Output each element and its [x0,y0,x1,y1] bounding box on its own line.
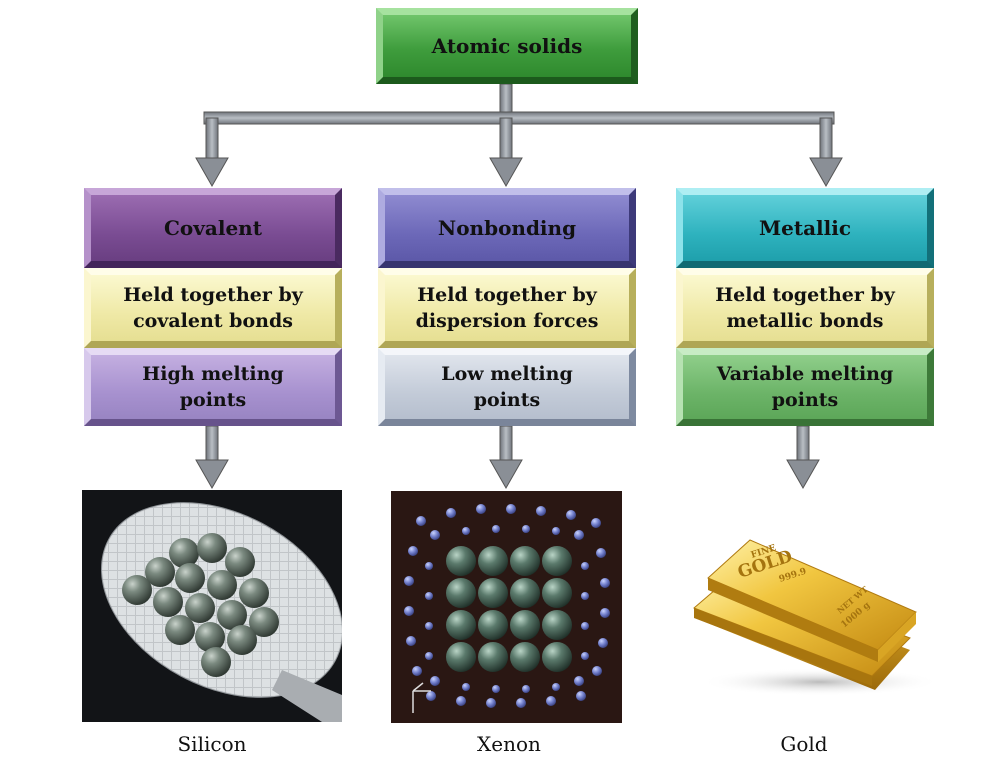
caption-gold: Gold [780,732,828,756]
silicon-image [82,490,342,722]
category-metallic: Metallic [676,188,934,268]
trunk-connector [203,83,835,125]
arrow-to-xenon-image [489,425,523,490]
gold-bar-stack [693,539,917,690]
arrow-to-gold-image [786,425,820,490]
caption-silicon: Silicon [177,732,247,756]
arrow-to-covalent [195,117,229,188]
silicon-atom-lattice [122,533,279,677]
root-node-label: Atomic solids [431,34,583,58]
gold-image: FINE GOLD 999.9 NET WT 1000 g [693,539,940,696]
arrow-to-metallic [809,117,843,188]
category-label: Nonbonding [437,216,577,240]
axis-indicator [412,682,431,713]
root-node-atomic-solids: Atomic solids [376,8,638,84]
xenon-image [391,491,622,723]
category-covalent: Covalent [84,188,342,268]
category-label: Metallic [758,216,852,240]
caption-xenon: Xenon [477,732,541,756]
category-label: Covalent [164,216,262,240]
arrow-to-nonbonding [489,117,523,188]
arrow-to-silicon-image [195,425,229,490]
xenon-small-atoms [404,504,610,708]
xenon-atom-lattice [446,546,572,672]
category-nonbonding: Nonbonding [378,188,636,268]
